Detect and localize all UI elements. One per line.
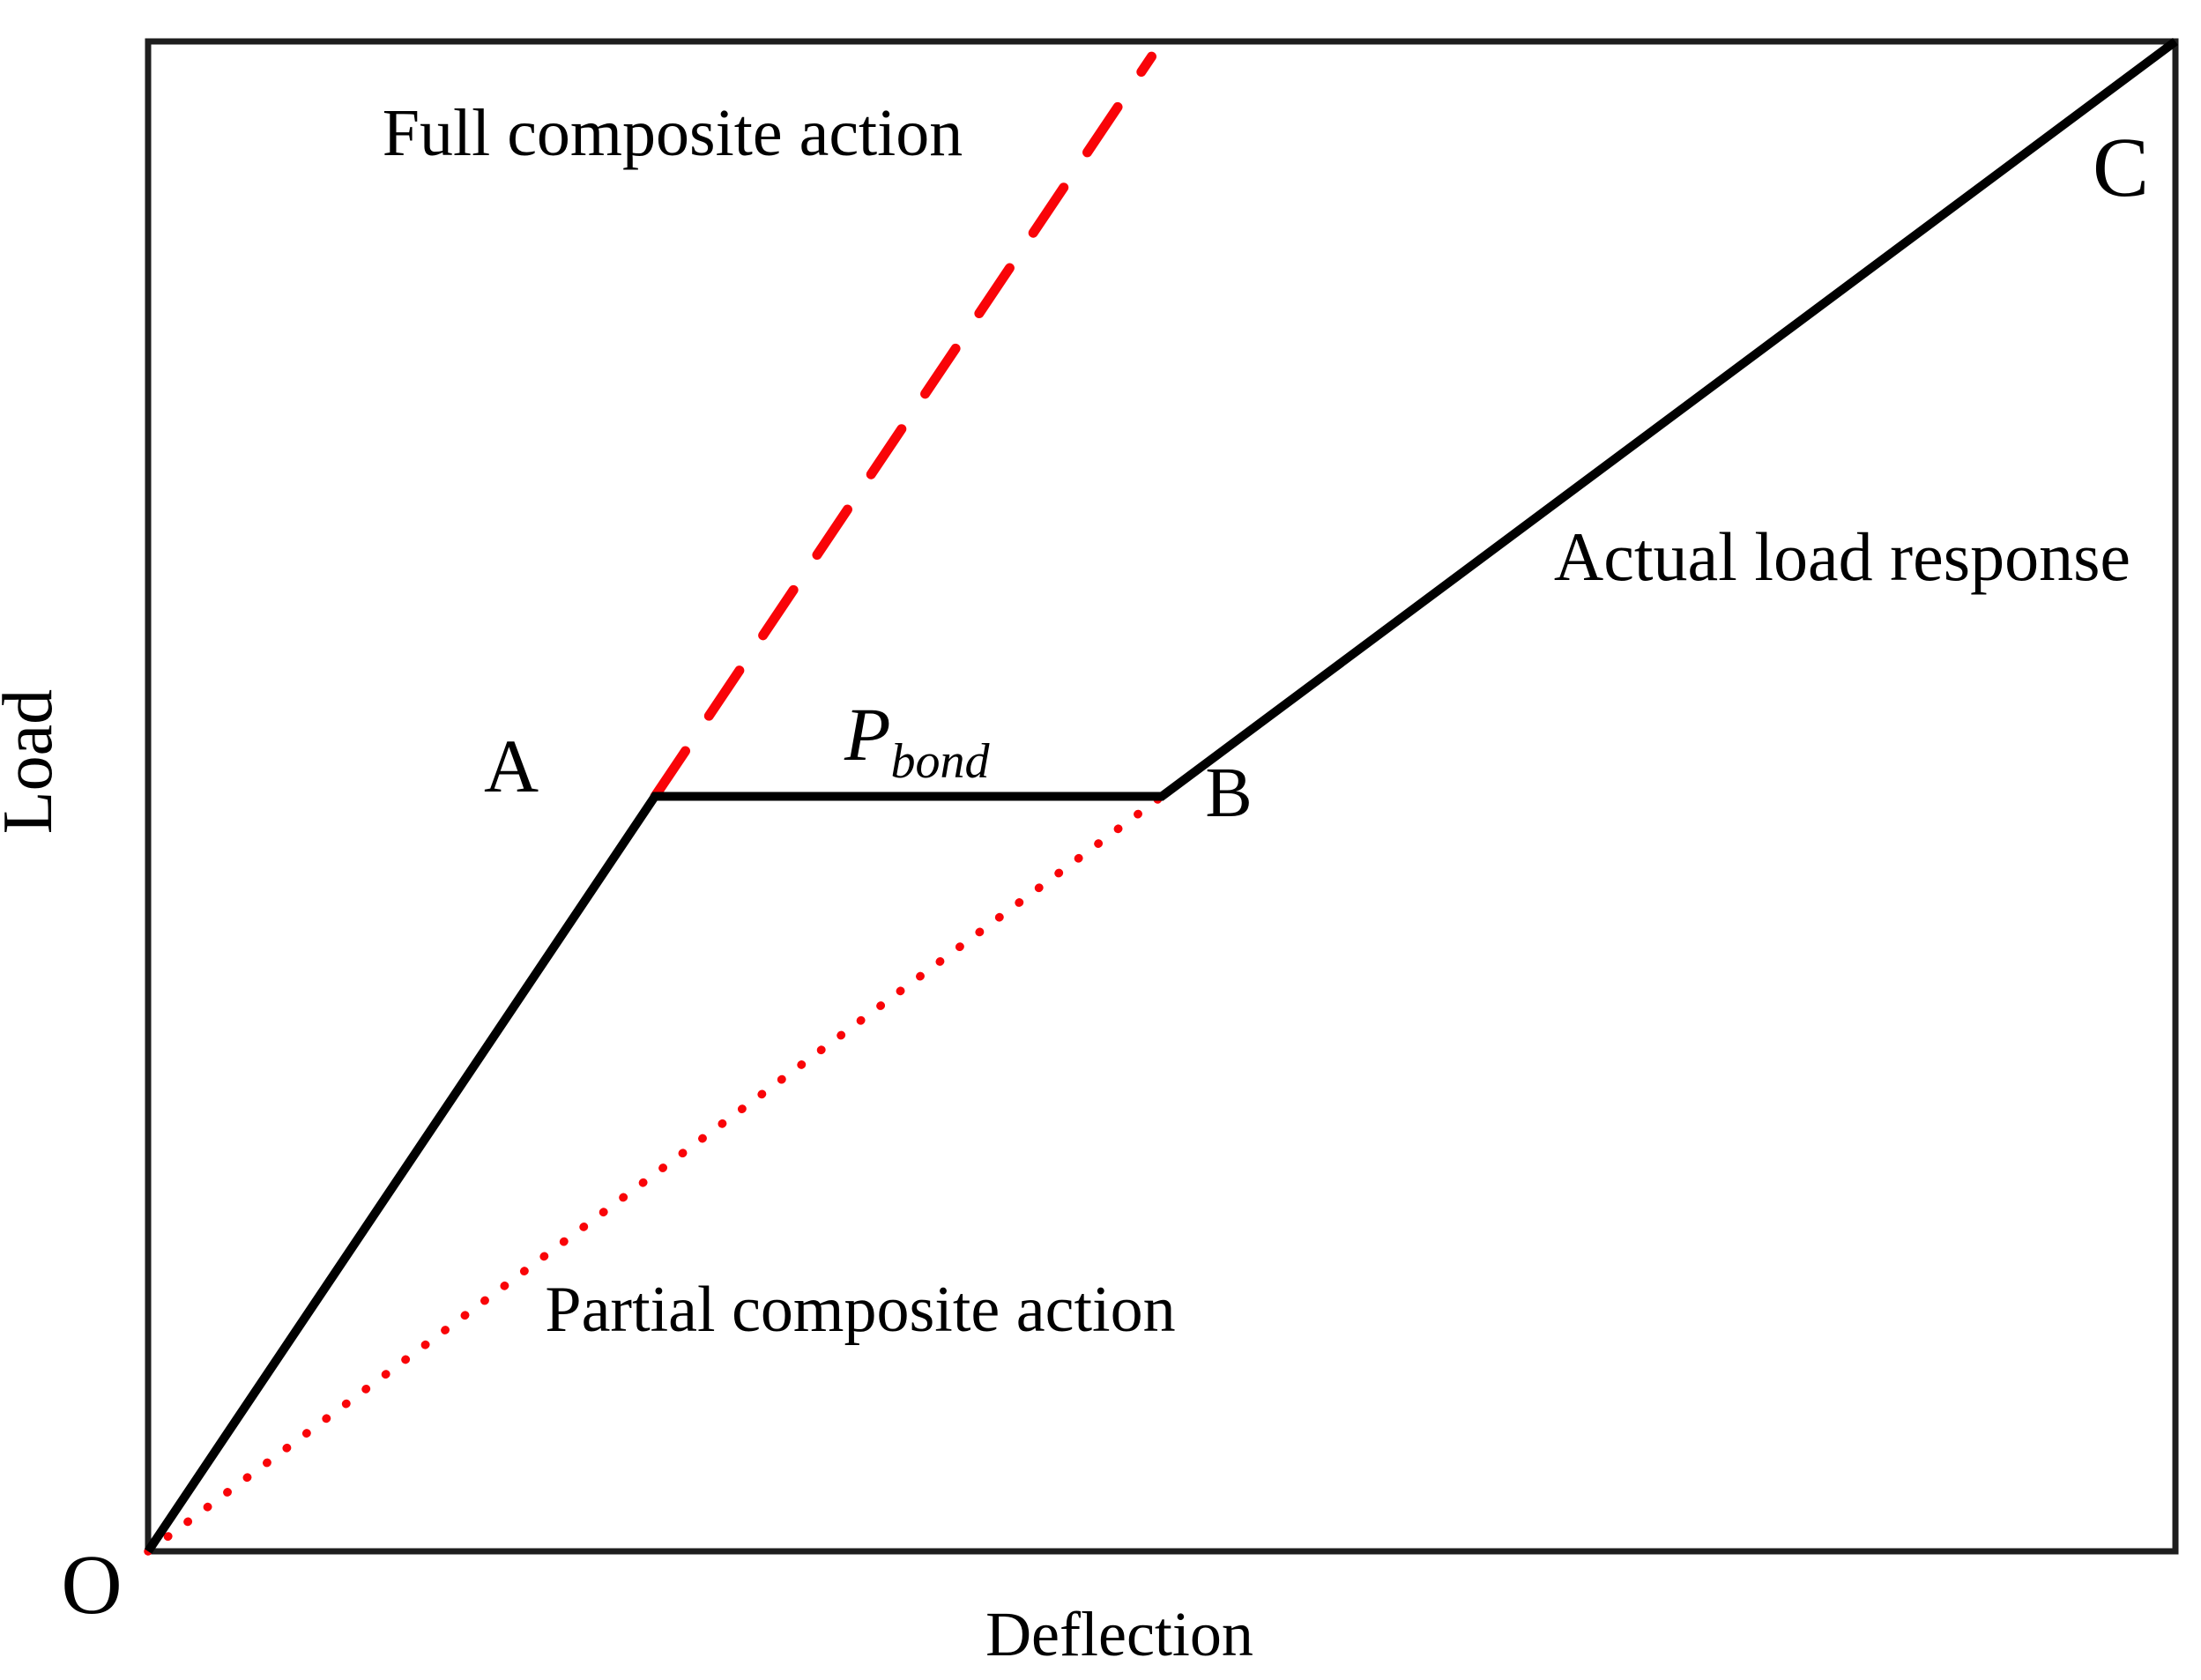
annotation-full-composite: Full composite action xyxy=(383,96,963,170)
full-composite-line xyxy=(650,51,1156,801)
p-bond-subscript: bond xyxy=(891,734,991,789)
point-label-a: A xyxy=(484,724,539,808)
annotation-partial-composite: Partial composite action xyxy=(545,1274,1175,1346)
plot-border xyxy=(145,38,2179,1555)
y-axis-label: Load xyxy=(0,689,67,834)
x-axis-label: Deflection xyxy=(985,1599,1253,1669)
actual-load-response-line xyxy=(144,37,2178,1554)
point-label-origin: O xyxy=(61,1537,122,1632)
p-bond-symbol: P xyxy=(844,692,891,777)
point-label-c: C xyxy=(2093,120,2149,214)
annotation-actual-load-response: Actual load response xyxy=(1554,518,2130,595)
annotation-p-bond: Pbond xyxy=(844,692,991,789)
partial-composite-line xyxy=(144,792,1166,1556)
point-label-b: B xyxy=(1205,755,1252,832)
